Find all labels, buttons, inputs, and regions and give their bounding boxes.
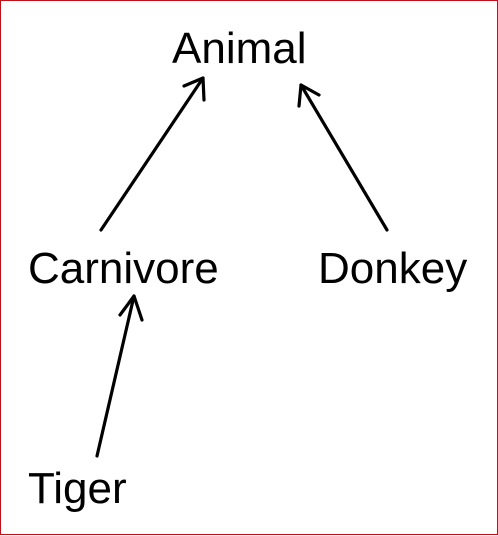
edge-line bbox=[99, 76, 205, 232]
arrowhead-icon bbox=[182, 76, 206, 102]
node-tiger: Tiger bbox=[28, 464, 127, 513]
edge-carnivore-to-animal bbox=[99, 76, 206, 232]
edge-line bbox=[95, 294, 136, 458]
edge-line bbox=[299, 83, 389, 232]
node-animal: Animal bbox=[172, 24, 307, 73]
node-carnivore: Carnivore bbox=[28, 244, 219, 293]
edge-donkey-to-animal bbox=[297, 83, 389, 232]
node-donkey: Donkey bbox=[318, 244, 468, 293]
edge-tiger-to-carnivore bbox=[95, 294, 144, 458]
arrowhead-icon bbox=[297, 83, 321, 108]
arrowhead-icon bbox=[118, 294, 144, 322]
